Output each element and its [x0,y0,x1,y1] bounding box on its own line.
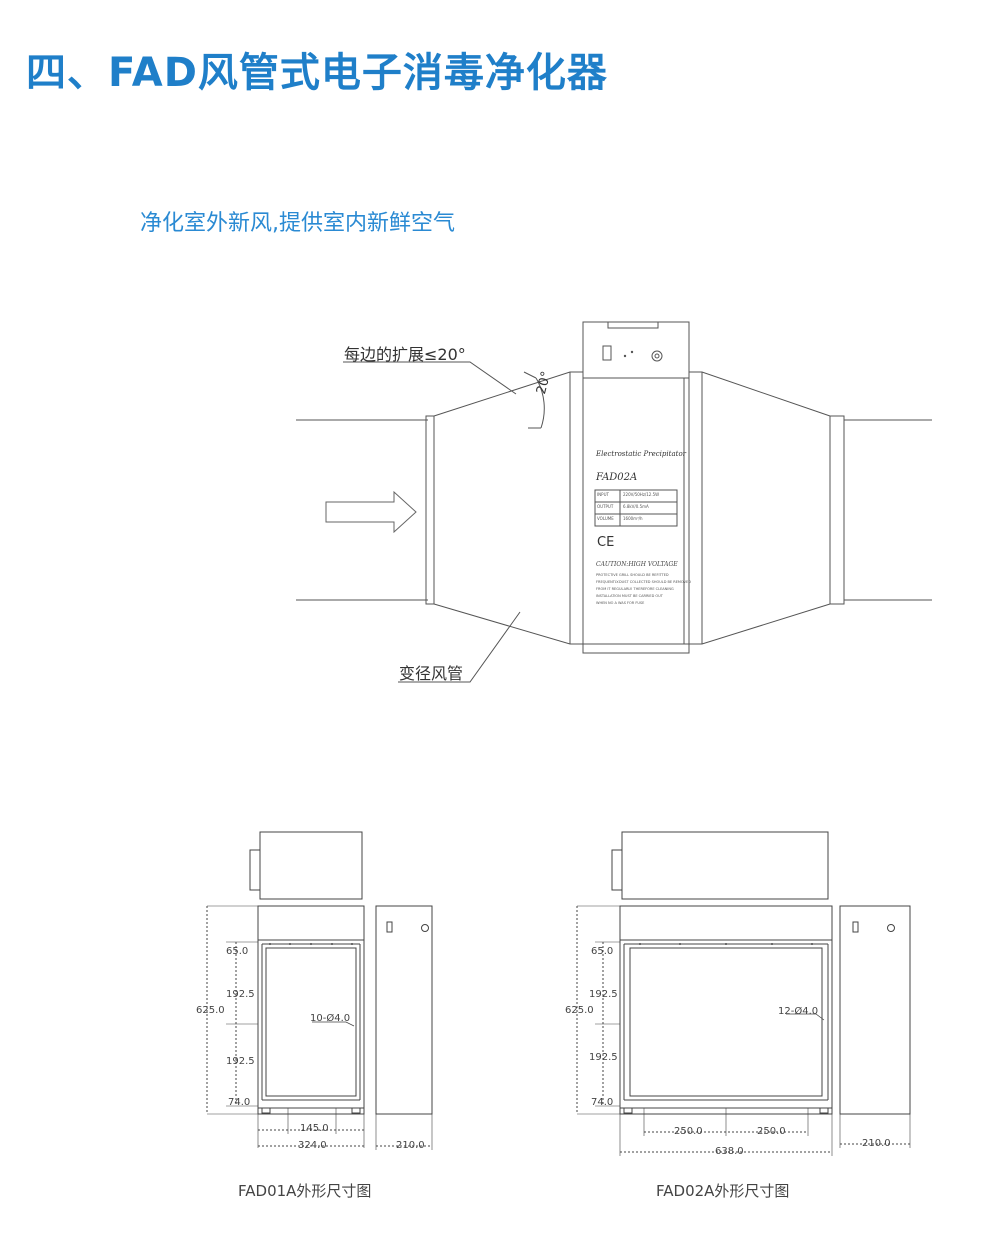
fad01a-top-view-tab [249,849,261,891]
indicator-lamp-inner [654,353,660,359]
right-flange [829,415,845,605]
fad01a-front-view [257,905,365,1115]
fad02a-dim-74: 74.0 [591,1097,614,1108]
duct-callout-leader [398,611,521,683]
fad02a-dim-625: 625.0 [565,1005,594,1016]
angle-callout-leader [343,361,517,395]
fad01a-switch-icon [386,921,393,933]
fad01a-lamp-icon [421,924,429,932]
fad01a-dim-145: 145.0 [300,1123,329,1134]
spec-row-label: VOLUME [597,516,614,521]
fad01a-dim-65: 65.0 [226,946,249,957]
fad01a-dim-210: 210.0 [396,1140,425,1151]
power-switch-icon [602,345,612,361]
spec-row-value: 1600m³/h [623,516,643,521]
fad01a-dim-324: 324.0 [298,1140,327,1151]
purifier-unit-body [582,321,690,654]
fad02a-top-view-tab [611,849,623,891]
fad01a-top-view [259,831,363,900]
fad02a-dim-192-bottom: 192.5 [589,1052,618,1063]
warning-line: FREQUENTLY.DUST COLLECTED SHOULD BE REMO… [596,580,691,584]
fad02a-dim-250-left: 250.0 [674,1126,703,1137]
fad01a-holes-label: 10-Ø4.0 [310,1013,351,1024]
unit-top-handle [607,321,659,329]
fad01a-side-view [375,905,433,1115]
fad02a-holes-label: 12-Ø4.0 [778,1006,819,1017]
fad01a-dim-625: 625.0 [196,1005,225,1016]
angle-callout-label: 每边的扩展≤20° [344,345,466,364]
fad02a-side-view [839,905,911,1115]
spec-table [594,489,678,527]
spec-row-label: INPUT [597,492,609,497]
fad01a-front-panel [265,947,357,1097]
fad02a-dim-65: 65.0 [591,946,614,957]
unit-brand-line: Electrostatic Precipitator [596,450,686,458]
fad02a-dim-192-top: 192.5 [589,989,618,1000]
fad01a-dim-192-bottom: 192.5 [226,1056,255,1067]
warning-line: WHEN NO A WAS FOR FUSE [596,601,645,605]
fad02a-drawing [576,831,911,1156]
fad02a-lamp-icon [887,924,895,932]
duct-callout-label: 变径风管 [399,664,464,683]
unit-model-label: FAD02A [596,472,638,483]
fad02a-switch-icon [852,921,859,933]
fad02a-caption: FAD02A外形尺寸图 [656,1182,790,1200]
warning-line: INSTALLATION MUST BE CARRIED OUT [596,594,663,598]
warning-title: CAUTION:HIGH VOLTAGE [596,561,678,568]
fad01a-dim-74: 74.0 [228,1097,251,1108]
ce-mark-icon: CE [597,535,615,550]
fad02a-dim-250-right: 250.0 [757,1126,786,1137]
airflow-arrow-icon [325,490,417,534]
fad02a-dim-638: 638.0 [715,1146,744,1157]
indicator-lamp-icon [651,350,663,362]
page-subtitle: 净化室外新风,提供室内新鲜空气 [140,211,455,236]
fad01a-caption: FAD01A外形尺寸图 [238,1182,372,1200]
warning-line: FROM IT REGULARLY. THEREFORE CLEANING [596,587,674,591]
fad01a-dim-192-top: 192.5 [226,989,255,1000]
spec-row-label: OUTPUT [597,504,614,509]
fad02a-dim-210: 210.0 [862,1138,891,1149]
page-title: 四、FAD风管式电子消毒净化器 [26,50,608,96]
spec-row-value: 6.8kV/0.5mA [623,504,649,509]
fad02a-top-view [621,831,829,900]
left-flange [425,415,435,605]
fad02a-front-panel [629,947,823,1097]
warning-line: PROTECTIVE GRILL SHOULD BE REFITTED [596,573,669,577]
spec-row-value: 220V/50Hz/12.5W [623,492,660,497]
angle-arc [535,377,545,429]
